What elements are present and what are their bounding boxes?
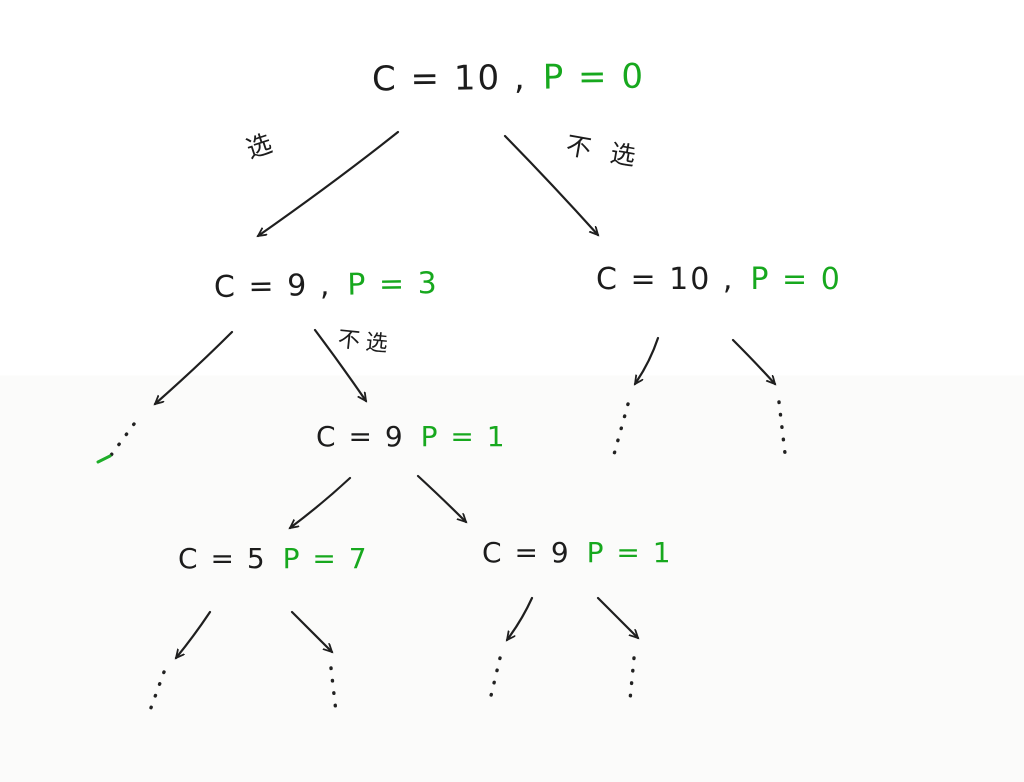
node-capacity-label: C = 5 bbox=[178, 542, 267, 575]
ellipsis-trail bbox=[487, 656, 502, 706]
node-profit-label: P = 1 bbox=[586, 536, 673, 569]
node-capacity-label: C = 9 bbox=[482, 536, 571, 569]
edge-root-choose bbox=[258, 130, 400, 236]
node-capacity-label: C = 9 bbox=[316, 420, 405, 453]
tree-node-l1-right: C = 10 , P = 0 bbox=[596, 262, 842, 297]
ellipsis-trail-green bbox=[96, 454, 112, 464]
edge-l1right-skip bbox=[731, 338, 775, 384]
node-profit-label: P = 7 bbox=[282, 542, 369, 575]
edge-root-skip bbox=[503, 134, 598, 235]
ellipsis-trail bbox=[611, 402, 630, 460]
ellipsis-trail bbox=[329, 666, 338, 714]
edge-l3right-skip bbox=[596, 596, 638, 638]
tree-node-root: C = 10 , P = 0 bbox=[372, 57, 645, 100]
node-profit-label: P = 3 bbox=[347, 266, 440, 303]
tree-node-l2-mid: C = 9 P = 1 bbox=[316, 420, 507, 453]
edge-label-skip: 不选 bbox=[336, 327, 395, 358]
ellipsis-trail bbox=[628, 656, 636, 702]
edge-l2mid-choose bbox=[290, 476, 352, 528]
node-capacity-label: C = 10 , bbox=[371, 57, 527, 100]
tree-node-l1-left: C = 9 , P = 3 bbox=[214, 266, 439, 305]
edge-l3left-skip bbox=[290, 610, 332, 652]
node-profit-label: P = 1 bbox=[420, 420, 507, 453]
edge-l1right-choose bbox=[635, 336, 660, 384]
ellipsis-trail bbox=[146, 670, 166, 718]
node-capacity-label: C = 9 , bbox=[213, 267, 332, 305]
edge-l3right-choose bbox=[507, 596, 534, 640]
node-profit-label: P = 0 bbox=[542, 56, 646, 98]
ellipsis-trail bbox=[777, 400, 788, 464]
edge-l1left-choose bbox=[155, 330, 234, 404]
edge-l2mid-skip bbox=[416, 474, 466, 522]
node-capacity-label: C = 10 , bbox=[596, 262, 735, 297]
tree-node-l3-left: C = 5 P = 7 bbox=[178, 542, 369, 575]
node-profit-label: P = 0 bbox=[750, 262, 842, 297]
edge-l1left-skip bbox=[313, 328, 366, 401]
tree-node-l3-right: C = 9 P = 1 bbox=[482, 536, 673, 569]
edge-l3left-choose bbox=[176, 610, 212, 658]
